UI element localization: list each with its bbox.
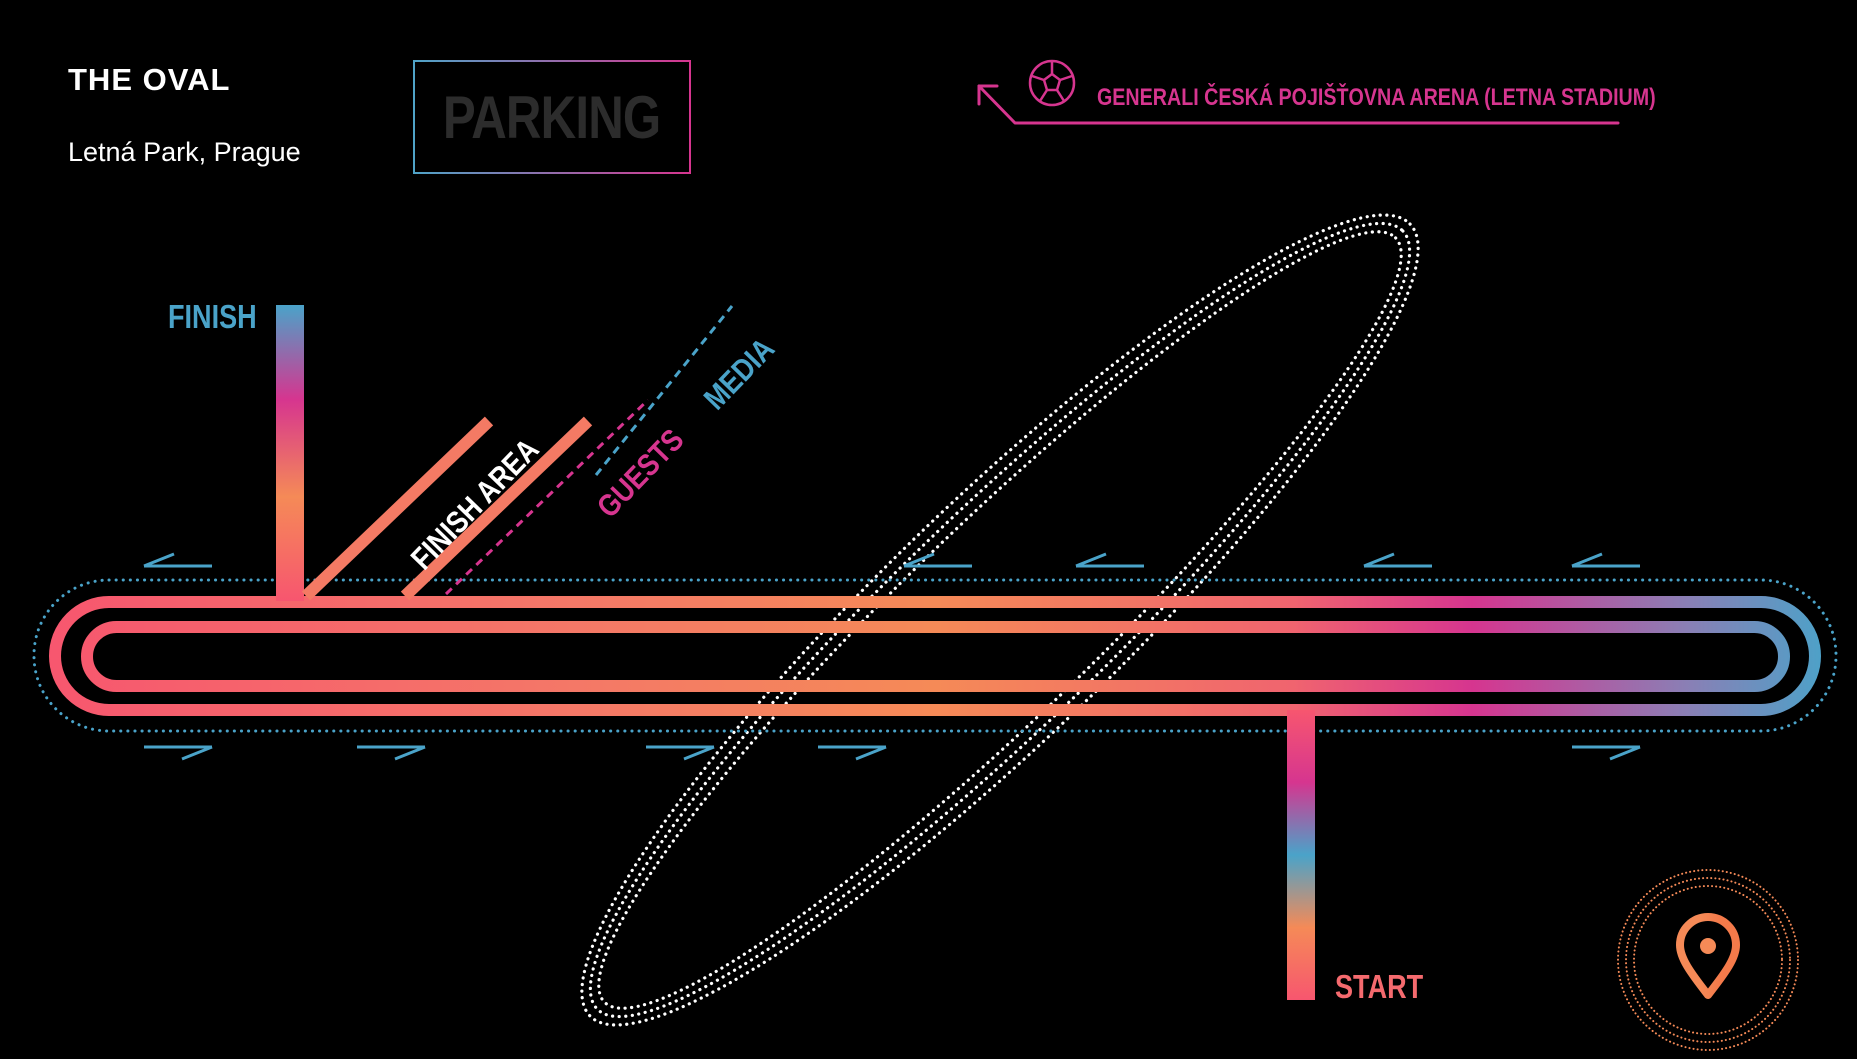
- page-title: THE OVAL: [68, 62, 231, 97]
- soccer-ball-icon: [1028, 59, 1076, 107]
- oval-track: [49, 596, 1821, 716]
- direction-arrows-right: [144, 745, 1641, 761]
- page-subtitle: Letná Park, Prague: [68, 137, 301, 167]
- parking-label: PARKING: [443, 83, 661, 151]
- arrow-left-icon: [1363, 552, 1432, 568]
- stadium-label: GENERALI ČESKÁ POJIŠŤOVNA ARENA (LETNA S…: [1097, 84, 1656, 111]
- finish-label: FINISH: [168, 298, 257, 335]
- direction-arrows-left: [143, 552, 1640, 568]
- arrow-left-icon: [143, 552, 212, 568]
- arrow-right-icon: [144, 745, 213, 761]
- finish-line-bar: [276, 305, 304, 601]
- arrow-right-icon: [646, 745, 715, 761]
- map-pin-icon: [1617, 869, 1799, 1051]
- guests-dashed-line: [444, 398, 650, 596]
- arrow-up-left-icon: [977, 84, 1620, 125]
- finish-area-lanes: [301, 416, 593, 601]
- arrow-right-icon: [357, 745, 426, 761]
- arrow-left-icon: [903, 552, 972, 568]
- start-label: START: [1335, 968, 1424, 1005]
- arrow-left-icon: [1075, 552, 1144, 568]
- arrow-left-icon: [1571, 552, 1640, 568]
- arrow-right-icon: [818, 745, 887, 761]
- start-line-bar: [1287, 710, 1315, 1000]
- arrow-right-icon: [1572, 745, 1641, 761]
- parking-area: PARKING: [413, 60, 691, 174]
